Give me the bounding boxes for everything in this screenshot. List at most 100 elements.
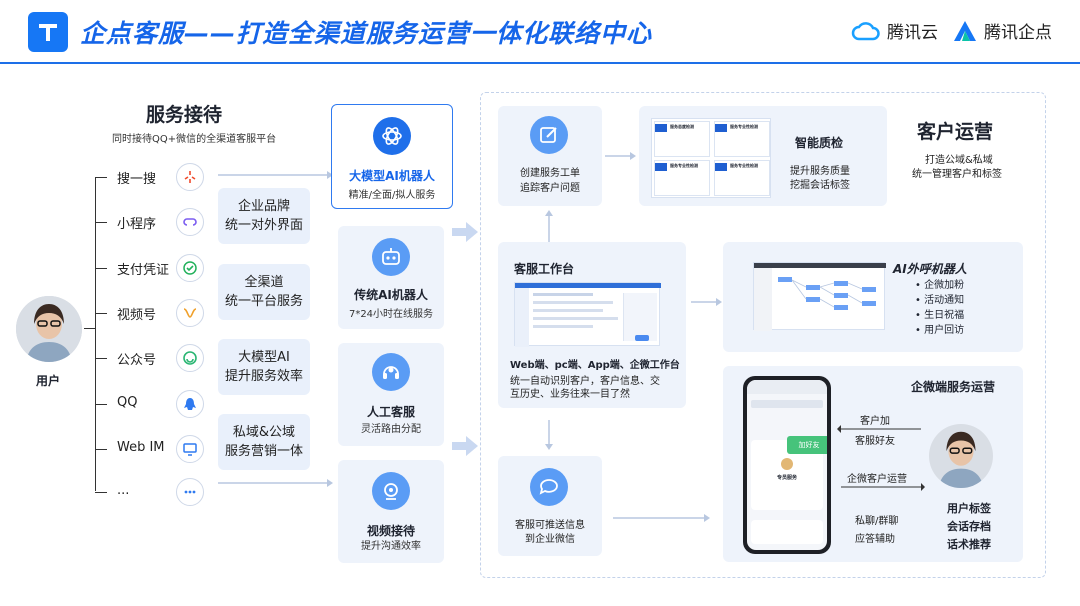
pill-line: 大模型AI — [238, 350, 290, 365]
workbench-to-callbot-arrow — [691, 298, 722, 306]
more-dots-icon — [176, 478, 204, 506]
bracket-vertical — [95, 177, 96, 491]
pill-omnichannel: 全渠道 统一平台服务 — [218, 264, 310, 320]
qc-thumbnail: 服务态度检测 服务专业性检测 服务专业性检测 服务专业性检测 — [651, 118, 771, 198]
qc-card: 服务态度检测 服务专业性检测 服务专业性检测 服务专业性检测 智能质检 提升服务… — [639, 106, 887, 206]
ops-desc-1: 打造公域&私域 — [925, 155, 993, 166]
customer-ops-region — [480, 92, 1046, 578]
qc-mini-flag — [655, 163, 667, 171]
pill-line: 全渠道 — [244, 275, 284, 290]
pill-line: 统一对外界面 — [224, 218, 303, 233]
channel-label: 支付凭证 — [117, 263, 170, 278]
screenshot-bar — [515, 283, 661, 288]
bracket-tick — [95, 449, 107, 450]
bracket-tick — [95, 177, 107, 178]
channel-label: 小程序 — [117, 217, 157, 232]
wecom-feature: 话术推荐 — [947, 538, 991, 551]
callbot-item: • 活动通知 — [915, 293, 964, 308]
bullet-dot: • — [915, 280, 925, 291]
callbot-item-label: 活动通知 — [924, 295, 965, 306]
brand-tencent-cloud: 腾讯云 — [851, 18, 938, 43]
push-line: 到企业微信 — [525, 534, 575, 545]
ticket-line: 追踪客户问题 — [520, 183, 580, 194]
headset-icon — [372, 353, 410, 391]
mode-video: 视频接待 提升沟通效率 — [338, 460, 444, 563]
ticket-line: 创建服务工单 — [520, 168, 580, 179]
workbench-card: 客服工作台 Web端、pc端、App端、企微工作台 统一自动识别客户，客户信息、… — [498, 242, 686, 408]
mode-title: 人工客服 — [366, 405, 415, 419]
mode-human-agent: 人工客服 灵活路由分配 — [338, 343, 444, 446]
screenshot-panel — [623, 293, 657, 341]
phone-chat-line — [751, 400, 823, 408]
brand-qidian-label: 腾讯企点 — [984, 23, 1052, 43]
screenshot-sidebar — [754, 268, 772, 331]
logo-icon — [39, 24, 57, 41]
ticket-card: 创建服务工单 追踪客户问题 — [498, 106, 602, 206]
qc-desc: 提升服务质量 — [790, 166, 850, 177]
service-title: 服务接待 — [146, 104, 223, 126]
qc-mini-label: 服务态度检测 — [670, 124, 694, 129]
user-label: 用户 — [36, 374, 61, 388]
webcam-icon — [372, 472, 410, 510]
screenshot-line — [533, 301, 613, 304]
mode-sub: 7*24小时在线服务 — [348, 309, 434, 320]
screenshot-line — [533, 309, 603, 312]
qc-desc: 挖掘会话标签 — [790, 180, 850, 191]
callbot-title: AI外呼机器人 — [893, 262, 967, 276]
flow-graph-icon — [778, 277, 876, 310]
person-photo-icon — [16, 296, 82, 362]
ticket-to-qc-arrow — [605, 152, 636, 160]
screenshot-sidebar — [515, 288, 529, 347]
qc-mini-panel: 服务专业性检测 — [714, 160, 770, 196]
wecom-ops-arrow — [841, 483, 925, 491]
screenshot-line — [533, 293, 593, 296]
channel-label: 搜一搜 — [117, 172, 157, 187]
wecom-arrow-label: 私聊/群聊 — [855, 516, 899, 527]
channel-label: 公众号 — [117, 353, 157, 368]
pill-line: 统一平台服务 — [224, 294, 303, 309]
wecom-card: 企微端服务运营 专员服务 加好友 客户加 客服好友 企微客户运营 私聊/群聊 应… — [723, 366, 1023, 562]
qc-mini-panel: 服务态度检测 — [654, 121, 710, 157]
bracket-tick — [95, 404, 107, 405]
qidian-logo-icon — [954, 20, 976, 41]
workbench-desc-bold: Web端、pc端、App端、企微工作台 — [510, 360, 680, 371]
mini-program-icon — [176, 208, 204, 236]
callbot-item-label: 用户回访 — [924, 325, 965, 336]
push-to-wecom-arrow — [613, 514, 710, 522]
mode-title: 传统AI机器人 — [354, 288, 428, 302]
phone-card-2 — [751, 520, 823, 544]
screenshot-bar — [754, 263, 886, 268]
wecom-feature: 用户标签 — [947, 502, 991, 515]
qc-mini-label: 服务专业性检测 — [730, 163, 758, 168]
screenshot-button — [635, 335, 649, 341]
wecom-arrow-label: 应答辅助 — [855, 534, 895, 545]
qc-mini-flag — [655, 124, 667, 132]
qc-title: 智能质检 — [795, 136, 844, 150]
pill-line: 私域&公域 — [232, 425, 296, 440]
bullet-dot: • — [915, 325, 925, 336]
person-photo-icon — [929, 424, 993, 488]
channel-label: ... — [117, 483, 130, 498]
wecom-arrow-label: 客户加 — [860, 416, 890, 427]
pill-ai: 大模型AI 提升服务效率 — [218, 339, 310, 395]
pill-line: 提升服务效率 — [224, 369, 303, 384]
callbot-item-label: 企微加粉 — [924, 280, 965, 291]
qc-mini-panel: 服务专业性检测 — [714, 121, 770, 157]
qc-mini-label: 服务专业性检测 — [730, 124, 758, 129]
callbot-item: • 用户回访 — [915, 323, 964, 338]
service-subtitle: 同时接待QQ+微信的全渠道客服平台 — [112, 134, 277, 145]
add-friend-arrow — [837, 425, 921, 433]
push-card: 客服可推送信息 到企业微信 — [498, 456, 602, 556]
bullet-dot: • — [915, 295, 925, 306]
wecom-arrow-label: 客服好友 — [855, 436, 895, 447]
header-divider — [0, 62, 1080, 64]
robot-icon — [372, 238, 410, 276]
qq-penguin-icon — [176, 390, 204, 418]
bracket-tick — [95, 268, 107, 269]
brand-cloud-label: 腾讯云 — [887, 23, 938, 43]
mode-traditional-robot: 传统AI机器人 7*24小时在线服务 — [338, 226, 444, 329]
phone-bubble: 加好友 — [787, 436, 827, 454]
qc-mini-flag — [715, 124, 727, 132]
workbench-screenshot — [514, 282, 661, 347]
screenshot-line — [533, 317, 618, 320]
